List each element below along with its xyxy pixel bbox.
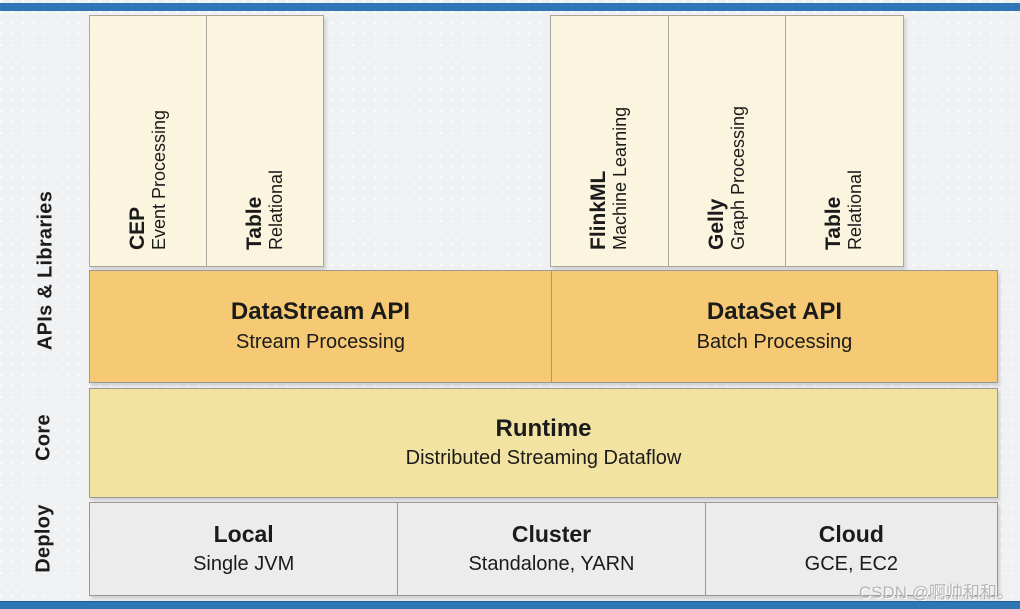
side-label-core: Core <box>32 414 55 461</box>
datastream-api-title: DataStream API <box>230 298 411 326</box>
deploy-local-subtitle: Single JVM <box>193 552 295 575</box>
runtime-block: Runtime Distributed Streaming Dataflow <box>90 389 997 497</box>
library-group-batch: FlinkML Machine Learning Gelly Graph Pro… <box>550 15 904 267</box>
side-label-apis-libraries: APIs & Libraries <box>34 190 57 351</box>
deploy-cloud-subtitle: GCE, EC2 <box>804 552 899 575</box>
library-column-cep: CEP Event Processing <box>90 16 206 266</box>
dataset-api-subtitle: Batch Processing <box>696 330 853 353</box>
runtime-band: Runtime Distributed Streaming Dataflow <box>89 388 998 498</box>
deploy-cluster-subtitle: Standalone, YARN <box>468 552 635 575</box>
dataset-api-block: DataSet API Batch Processing <box>550 271 997 382</box>
library-subtitle: Graph Processing <box>728 105 749 250</box>
side-label-deploy: Deploy <box>32 504 55 573</box>
library-column-table-stream: Table Relational <box>206 16 323 266</box>
library-column-flinkml: FlinkML Machine Learning <box>551 16 668 266</box>
deploy-local-block: Local Single JVM <box>90 503 397 595</box>
library-subtitle: Event Processing <box>149 109 170 250</box>
library-title: Gelly <box>704 198 728 250</box>
api-band: DataStream API Stream Processing DataSet… <box>89 270 998 383</box>
library-subtitle: Relational <box>266 169 287 250</box>
datastream-api-block: DataStream API Stream Processing <box>90 271 551 382</box>
deploy-cluster-title: Cluster <box>511 521 592 548</box>
bottom-accent-bar <box>0 601 1020 609</box>
library-group-stream: CEP Event Processing Table Relational <box>89 15 324 267</box>
deploy-local-title: Local <box>213 521 274 548</box>
library-subtitle: Machine Learning <box>610 106 631 250</box>
deploy-cloud-title: Cloud <box>818 521 884 548</box>
csdn-watermark: CSDN @啊帅和和。 <box>858 583 1014 602</box>
library-title: Table <box>242 196 266 250</box>
runtime-subtitle: Distributed Streaming Dataflow <box>405 447 682 470</box>
library-title: CEP <box>125 206 149 250</box>
library-title: FlinkML <box>586 170 610 250</box>
library-subtitle: Relational <box>845 169 866 250</box>
runtime-title: Runtime <box>495 414 592 442</box>
library-column-gelly: Gelly Graph Processing <box>667 16 786 266</box>
deploy-band: Local Single JVM Cluster Standalone, YAR… <box>89 502 998 596</box>
library-column-table-batch: Table Relational <box>785 16 903 266</box>
deploy-cloud-block: Cloud GCE, EC2 <box>704 503 997 595</box>
library-title: Table <box>822 196 846 250</box>
top-accent-bar <box>0 3 1020 11</box>
deploy-cluster-block: Cluster Standalone, YARN <box>397 503 704 595</box>
datastream-api-subtitle: Stream Processing <box>236 330 405 353</box>
dataset-api-title: DataSet API <box>706 298 843 326</box>
